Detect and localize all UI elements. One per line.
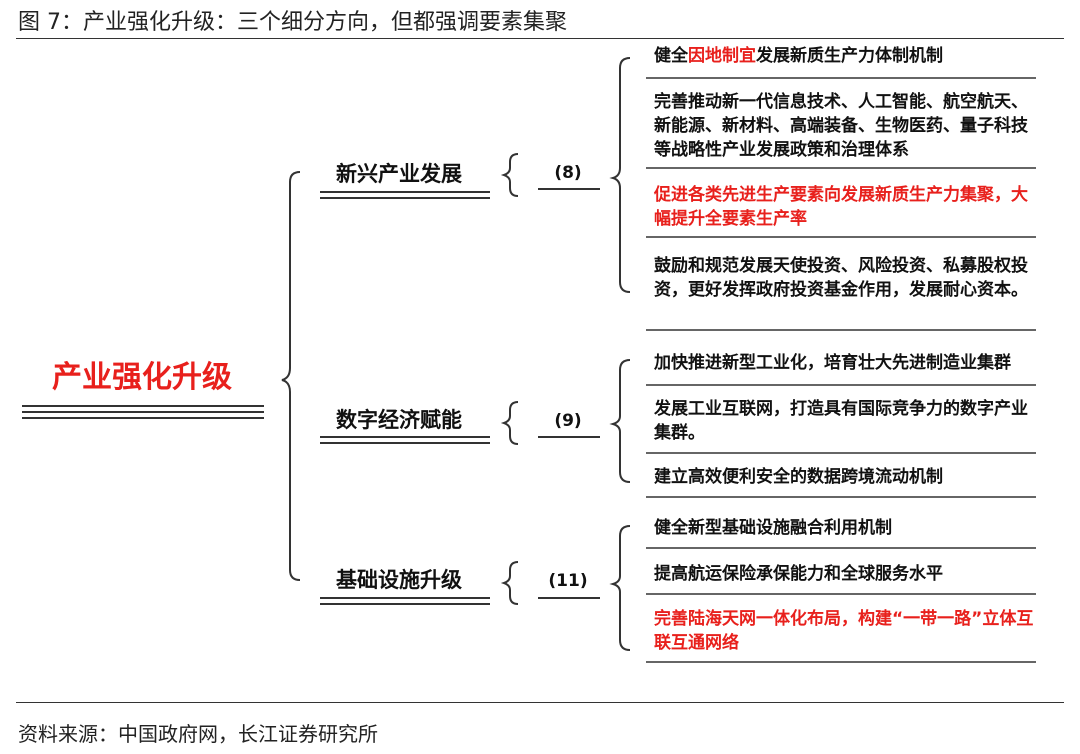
category-digital-economy: 数字经济赋能 — [336, 408, 462, 432]
item-emerging-2: 完善推动新一代信息技术、人工智能、航空航天、新能源、新材料、高端装备、生物医药、… — [654, 92, 1028, 160]
figure-title: 图 7：产业强化升级：三个细分方向，但都强调要素集聚 — [18, 10, 567, 35]
item-emerging-4: 鼓励和规范发展天使投资、风险投资、私募股权投资，更好发挥政府投资基金作用，发展耐… — [654, 256, 1028, 300]
source-note: 资料来源：中国政府网，长江证券研究所 — [18, 722, 378, 746]
item-digital-2: 发展工业互联网，打造具有国际竞争力的数字产业集群。 — [654, 399, 1028, 443]
category-emerging-industry: 新兴产业发展 — [336, 162, 462, 186]
category-count: (9) — [554, 411, 582, 431]
item-digital-1: 加快推进新型工业化，培育壮大先进制造业集群 — [654, 353, 1011, 373]
item-digital-3: 建立高效便利安全的数据跨境流动机制 — [654, 467, 943, 487]
category-infrastructure: 基础设施升级 — [336, 568, 462, 592]
item-emerging-1: 健全因地制宜发展新质生产力体制机制 — [654, 46, 943, 66]
bottom-rule — [16, 702, 1064, 703]
item-infra-1: 健全新型基础设施融合利用机制 — [654, 518, 892, 538]
category-count: (11) — [548, 571, 588, 591]
item-infra-2: 提高航运保险承保能力和全球服务水平 — [654, 564, 943, 584]
root-node: 产业强化升级 — [52, 360, 232, 395]
highlight-text: 因地制宜 — [688, 46, 756, 66]
category-count: (8) — [554, 163, 582, 183]
item-emerging-3: 促进各类先进生产要素向发展新质生产力集聚，大幅提升全要素生产率 — [654, 185, 1028, 229]
item-infra-3: 完善陆海天网一体化布局，构建“一带一路”立体互联互通网络 — [654, 609, 1034, 653]
top-rule — [16, 38, 1064, 39]
